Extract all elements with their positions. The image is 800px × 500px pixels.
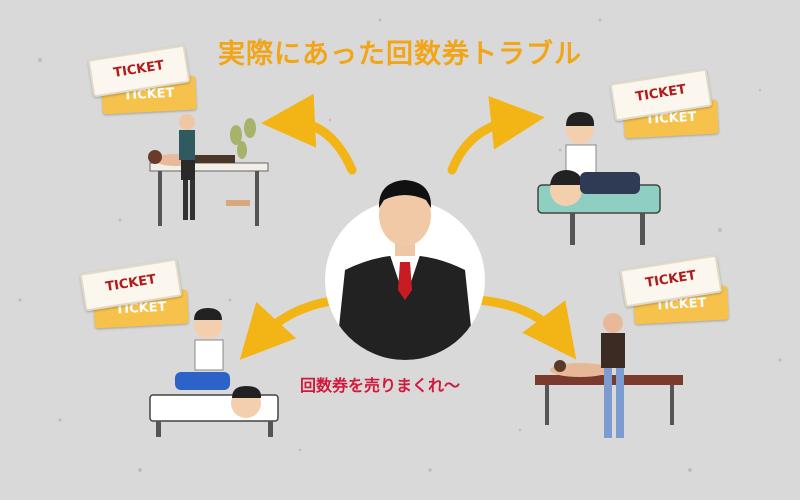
- page-title: 実際にあった回数券トラブル: [218, 39, 582, 70]
- ticket-label: TICKET: [644, 268, 698, 291]
- ticket-label: TICKET: [104, 272, 158, 295]
- ticket-icon: TICKET TICKET: [609, 68, 722, 142]
- ticket-icon: TICKET TICKET: [79, 258, 192, 332]
- businessman-icon: [325, 180, 485, 360]
- ticket-icon: TICKET TICKET: [87, 44, 200, 118]
- concrete-texture: [18, 18, 782, 472]
- massage-scene-icon: [148, 114, 269, 226]
- ticket-icon: TICKET TICKET: [619, 254, 732, 328]
- ticket-label: TICKET: [112, 58, 166, 81]
- massage-scene-icon: [537, 112, 661, 245]
- massage-scene-icon: [535, 313, 683, 438]
- slogan-caption: 回数券を売りまくれ〜: [300, 376, 461, 395]
- massage-scene-icon: [149, 308, 279, 437]
- ticket-label: TICKET: [634, 82, 688, 105]
